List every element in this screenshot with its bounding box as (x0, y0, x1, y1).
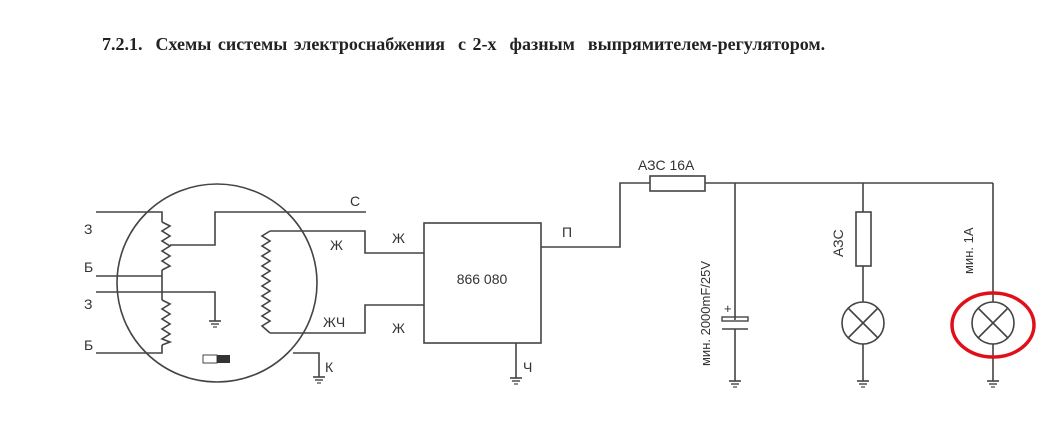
ground-icon (728, 380, 742, 388)
label-zhch: ЖЧ (323, 314, 345, 330)
generator (96, 183, 424, 384)
main-fuse (649, 175, 706, 192)
svg-text:+: + (724, 301, 732, 316)
sensor-icon (202, 354, 218, 364)
wire-z-top (96, 211, 163, 222)
ground-icon (856, 380, 870, 388)
label-branch-fuse: АЗС (830, 229, 846, 257)
wire-k (293, 352, 320, 377)
wire-zh-bottom (270, 304, 424, 334)
label-b1: Б (84, 259, 93, 275)
coil-top (160, 221, 172, 271)
wire-zh-top (270, 230, 424, 254)
label-z2: З (84, 296, 92, 312)
label-main-fuse: АЗС 16А (638, 157, 695, 173)
lamp-icon (971, 301, 1015, 345)
label-zh: Ж (330, 237, 343, 253)
ground-icon (312, 376, 326, 384)
label-input-top: Ж (392, 230, 405, 246)
regulator-label: 866 080 (457, 271, 508, 287)
label-lamp-min-1a: мин. 1А (961, 227, 976, 274)
wire-main (541, 182, 993, 248)
stator-coil (260, 230, 272, 334)
generator-housing (116, 183, 318, 383)
ground-icon (986, 380, 1000, 388)
regulator-box (423, 222, 542, 344)
label-b2: Б (84, 337, 93, 353)
label-ch: Ч (523, 359, 532, 375)
capacitor-icon (721, 316, 749, 322)
diagram-title: 7.2.1. Схемы системы электроснабжения с … (102, 34, 826, 54)
label-capacitor: мин. 2000mF/25V (698, 261, 713, 366)
wire-c (170, 211, 366, 246)
lamp-icon (841, 301, 885, 345)
branch-fuse (855, 211, 872, 267)
coil-bottom (160, 299, 173, 346)
ground-icon (509, 377, 523, 385)
label-input-bottom: Ж (392, 320, 405, 336)
label-c: С (350, 193, 360, 209)
label-k: К (325, 359, 334, 375)
wire-b-top (96, 270, 163, 300)
label-output: П (562, 224, 572, 240)
wire-z-bottom (96, 291, 216, 321)
highlight-circle (950, 291, 1036, 359)
wire-b-bottom (96, 345, 163, 354)
label-z1: З (84, 221, 92, 237)
ground-icon (208, 320, 222, 328)
